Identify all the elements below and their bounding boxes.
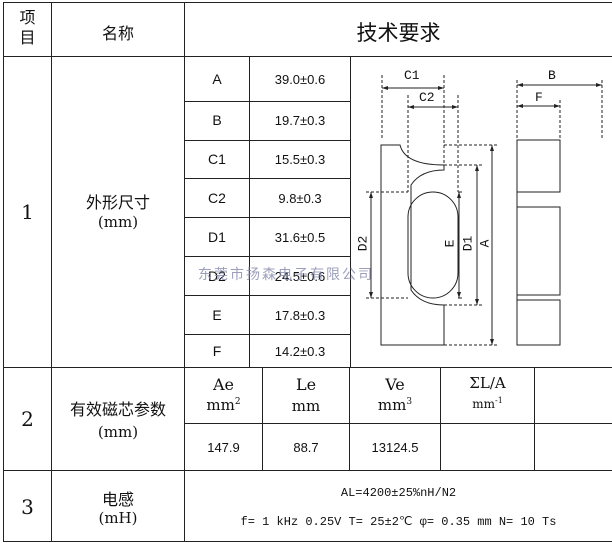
dim-row-line bbox=[184, 178, 350, 179]
row2-unit: (mm) bbox=[97, 423, 139, 441]
row3-test-conditions: f= 1 kHz 0.25V T= 25±2℃ φ= 0.35 mm N= 10… bbox=[240, 515, 557, 529]
core-outline-left bbox=[380, 144, 445, 346]
dim-key: F bbox=[212, 343, 222, 359]
param-col-divider bbox=[349, 367, 350, 470]
dim-value: 19.7±0.3 bbox=[274, 113, 326, 128]
dim-value: 24.5±0.6 bbox=[274, 269, 326, 284]
row3-name: 电感 bbox=[101, 490, 134, 509]
dim-row-line bbox=[184, 140, 350, 141]
drawing-label-d1: D1 bbox=[460, 235, 476, 252]
dim-value: 39.0±0.6 bbox=[274, 72, 326, 87]
param-sla-unit: mm-1 bbox=[472, 396, 503, 411]
param-le-value: 88.7 bbox=[293, 440, 319, 455]
param-ve-value: 13124.5 bbox=[371, 440, 419, 455]
core-outline-right bbox=[516, 139, 561, 346]
row1-bottom-line bbox=[3, 367, 612, 368]
dim-key: E bbox=[212, 307, 222, 323]
dim-row-line bbox=[184, 256, 350, 257]
table-border-top bbox=[3, 2, 612, 3]
dim-key: A bbox=[212, 71, 222, 87]
row3-unit: (mH) bbox=[98, 509, 138, 527]
param-ve-name: Ve bbox=[385, 375, 405, 394]
dim-value: 17.8±0.3 bbox=[274, 308, 326, 323]
param-ae-unit: mm2 bbox=[206, 396, 241, 414]
param-le-unit: mm bbox=[291, 397, 321, 415]
dim-value-divider bbox=[350, 56, 351, 367]
drawing-label-a: A bbox=[477, 239, 493, 248]
param-sla-name: ΣL/A bbox=[469, 374, 506, 392]
param-ve-unit: mm3 bbox=[377, 396, 413, 414]
drawing-label-c1: C1 bbox=[404, 68, 420, 83]
row3-al-value: AL=4200±25%nH/N2 bbox=[340, 486, 457, 500]
row2-number: 2 bbox=[21, 407, 34, 431]
header-requirements: 技术要求 bbox=[356, 21, 441, 45]
dim-key: C2 bbox=[208, 190, 226, 206]
row1-unit: (mm) bbox=[97, 213, 139, 231]
param-row-divider bbox=[184, 423, 612, 424]
header-item-no: 项 目 bbox=[19, 8, 36, 47]
dim-value: 14.2±0.3 bbox=[274, 344, 326, 359]
header-name: 名称 bbox=[101, 24, 134, 43]
table-border-left bbox=[3, 2, 4, 542]
row2-bottom-line bbox=[3, 470, 612, 471]
table-border-bottom bbox=[3, 541, 612, 542]
dim-key: B bbox=[212, 112, 222, 128]
header-bottom-line bbox=[3, 56, 612, 57]
dim-row-line bbox=[184, 101, 350, 102]
col-divider-no bbox=[51, 2, 52, 542]
param-col-divider bbox=[440, 367, 441, 470]
dim-row-line bbox=[184, 334, 350, 335]
dim-key: D1 bbox=[208, 229, 226, 245]
dim-row-line bbox=[184, 295, 350, 296]
row1-number: 1 bbox=[21, 200, 34, 224]
dim-key: D2 bbox=[208, 268, 226, 284]
row3-number: 3 bbox=[21, 495, 34, 519]
dim-key-divider bbox=[249, 56, 250, 367]
dim-value: 15.5±0.3 bbox=[274, 152, 326, 167]
center-leg-outline bbox=[407, 191, 459, 299]
dim-key: C1 bbox=[208, 151, 226, 167]
drawing-label-c2: C2 bbox=[419, 90, 435, 105]
dim-value: 9.8±0.3 bbox=[278, 191, 322, 206]
row1-name: 外形尺寸 bbox=[85, 193, 150, 212]
drawing-label-d2: D2 bbox=[355, 235, 371, 252]
param-col-divider bbox=[534, 367, 535, 470]
dim-row-line bbox=[184, 217, 350, 218]
watermark-text: 东莞市扬森电子有限公司 bbox=[198, 267, 374, 283]
drawing-label-e: E bbox=[442, 239, 458, 248]
dim-value: 31.6±0.5 bbox=[274, 230, 326, 245]
param-col-divider bbox=[262, 367, 263, 470]
param-le-name: Le bbox=[295, 375, 317, 394]
row2-name: 有效磁芯参数 bbox=[69, 400, 166, 419]
param-ae-value: 147.9 bbox=[207, 440, 240, 455]
drawing-label-f: F bbox=[535, 90, 543, 105]
param-ae-name: Ae bbox=[212, 375, 235, 394]
drawing-label-b: B bbox=[548, 68, 556, 83]
core-drawing bbox=[366, 75, 603, 346]
col-divider-name bbox=[184, 2, 185, 542]
